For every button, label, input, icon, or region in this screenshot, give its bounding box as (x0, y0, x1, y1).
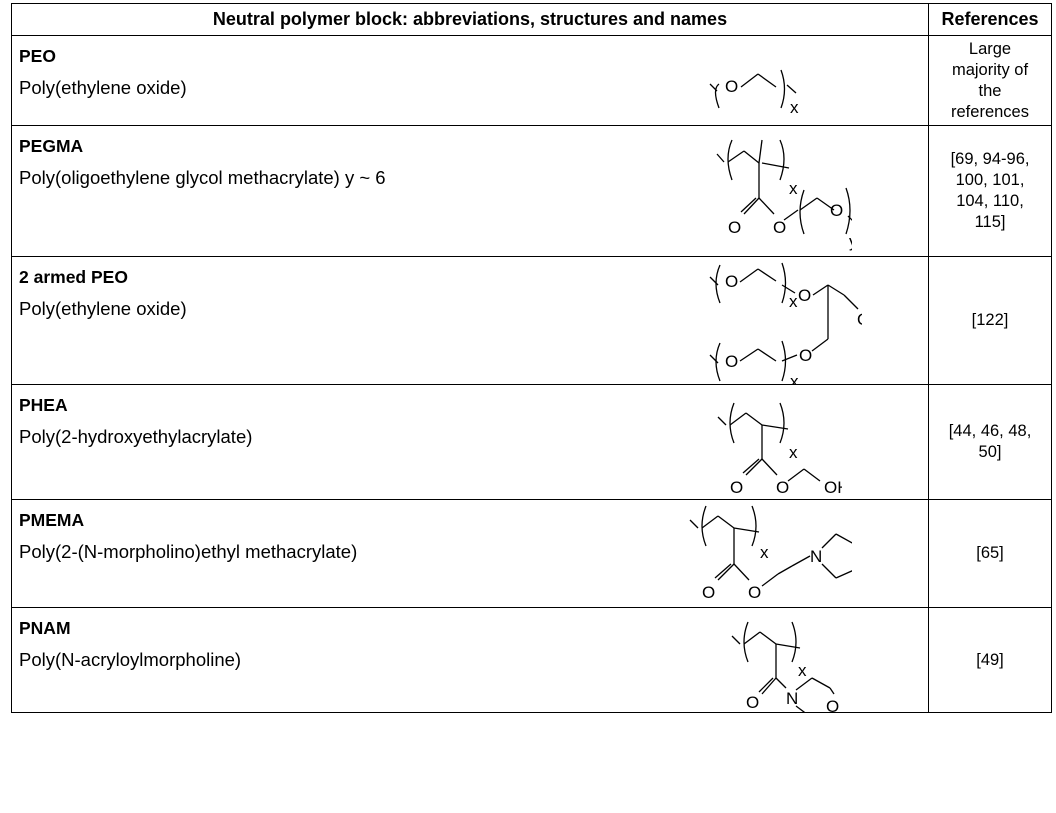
row-main-cell: 2 armed PEO Poly(ethylene oxide) O x O O (10, 256, 930, 385)
abbreviation: PHEA (19, 395, 68, 415)
row-main-cell: PEGMA Poly(oligoethylene glycol methacry… (10, 125, 930, 257)
reference-text: the (978, 81, 1002, 100)
svg-text:O: O (725, 352, 738, 371)
pnam-structure: x O N O (731, 621, 839, 713)
header-main: Neutral polymer block: abbreviations, st… (10, 3, 930, 36)
phea-structure: x O O OH (717, 402, 842, 497)
svg-text:O: O (857, 310, 862, 329)
row-main-cell: PEO Poly(ethylene oxide) O x (10, 35, 930, 126)
reference-text: majority of (951, 60, 1029, 79)
references-cell: [69, 94-96, 100, 101, 104, 110, 115] (928, 125, 1052, 257)
references-cell: Large majority of the references (928, 35, 1052, 126)
abbreviation: PMEMA (19, 510, 85, 530)
reference-text: [122] (971, 311, 1009, 329)
abbreviation: 2 armed PEO (19, 267, 128, 287)
abbreviation: PEO (19, 46, 56, 66)
reference-text: 104, 110, (956, 192, 1024, 210)
header-row: Neutral polymer block: abbreviations, st… (10, 3, 1052, 36)
svg-text:O: O (748, 583, 761, 602)
references-cell: [122] (928, 256, 1052, 385)
svg-text:N: N (810, 547, 822, 566)
reference-text: 115] (974, 213, 1006, 231)
reference-text: [69, 94-96, (950, 150, 1030, 168)
reference-text: [49] (976, 650, 1004, 669)
reference-text: 100, 101, (955, 171, 1025, 189)
svg-text:O: O (730, 478, 743, 497)
reference-text: Large (968, 39, 1012, 58)
header-references: References (928, 3, 1052, 36)
table-row: PNAM Poly(N-acryloylmorpholine) x O N (10, 607, 1052, 713)
svg-text:O: O (776, 478, 789, 497)
polymer-name: Poly(2-hydroxyethylacrylate) (19, 426, 253, 447)
svg-text:x: x (760, 543, 769, 562)
reference-text: [65] (976, 544, 1004, 562)
reference-text: [44, 46, 48, (948, 422, 1032, 440)
row-main-cell: PHEA Poly(2-hydroxyethylacrylate) x O O … (10, 384, 930, 500)
svg-text:x: x (789, 443, 798, 462)
references-cell: [49] (928, 607, 1052, 713)
svg-text:O: O (798, 286, 811, 305)
row-main-cell: PMEMA Poly(2-(N-morpholino)ethyl methacr… (10, 499, 930, 608)
svg-text:x: x (798, 661, 807, 680)
abbreviation: PEGMA (19, 136, 84, 156)
polymer-name: Poly(oligoethylene glycol methacrylate) … (19, 167, 386, 188)
svg-text:y: y (849, 232, 852, 251)
svg-text:O: O (830, 201, 843, 220)
svg-text:x: x (790, 98, 799, 117)
svg-text:O: O (728, 218, 741, 237)
svg-text:O: O (702, 583, 715, 602)
table-row: PEO Poly(ethylene oxide) O x Large major… (10, 35, 1052, 126)
polymer-name: Poly(ethylene oxide) (19, 298, 187, 319)
polymer-name: Poly(2-(N-morpholino)ethyl methacrylate) (19, 541, 358, 562)
polymer-table: Neutral polymer block: abbreviations, st… (10, 3, 1052, 713)
table-row: PHEA Poly(2-hydroxyethylacrylate) x O O … (10, 384, 1052, 500)
pegma-structure: x O O O y (716, 139, 852, 251)
table-row: PMEMA Poly(2-(N-morpholino)ethyl methacr… (10, 499, 1052, 608)
references-cell: [44, 46, 48, 50] (928, 384, 1052, 500)
two-armed-peo-structure: O x O O O O (709, 262, 862, 385)
svg-text:x: x (790, 372, 799, 385)
svg-text:O: O (725, 77, 738, 96)
table-row: PEGMA Poly(oligoethylene glycol methacry… (10, 125, 1052, 257)
svg-text:O: O (826, 697, 839, 713)
svg-text:O: O (725, 272, 738, 291)
svg-text:O: O (799, 346, 812, 365)
polymer-name: Poly(ethylene oxide) (19, 77, 187, 98)
svg-text:O: O (773, 218, 786, 237)
table-row: 2 armed PEO Poly(ethylene oxide) O x O O (10, 256, 1052, 385)
pmema-structure: x O O N O (689, 505, 852, 602)
abbreviation: PNAM (19, 618, 71, 638)
svg-text:OH: OH (824, 478, 842, 497)
reference-text: 50] (978, 443, 1002, 461)
row-main-cell: PNAM Poly(N-acryloylmorpholine) x O N (10, 607, 930, 713)
svg-text:x: x (789, 179, 798, 198)
svg-text:N: N (786, 689, 798, 708)
reference-text: references (951, 102, 1029, 121)
references-cell: [65] (928, 499, 1052, 608)
polymer-name: Poly(N-acryloylmorpholine) (19, 649, 242, 670)
peo-structure: O x (709, 69, 799, 117)
svg-text:x: x (789, 292, 798, 311)
svg-text:O: O (746, 693, 759, 712)
